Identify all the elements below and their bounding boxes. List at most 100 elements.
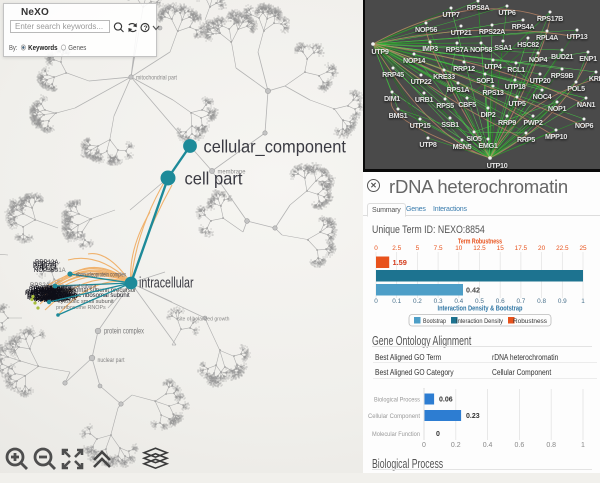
svg-text:RPL31A: RPL31A	[34, 287, 58, 294]
svg-text:RPS5: RPS5	[436, 101, 454, 110]
svg-text:0.6: 0.6	[515, 442, 525, 449]
svg-text:RPS22A: RPS22A	[479, 27, 505, 36]
svg-text:IMP3: IMP3	[422, 44, 438, 53]
svg-text:Interaction Density: Interaction Density	[456, 318, 503, 325]
svg-text:RPS1A: RPS1A	[447, 85, 470, 94]
svg-text:RPS26B: RPS26B	[43, 294, 67, 301]
svg-text:RRP12A: RRP12A	[35, 260, 58, 266]
svg-text:15: 15	[497, 245, 505, 252]
svg-text:NOP1: NOP1	[548, 104, 567, 113]
svg-text:EMG1: EMG1	[478, 141, 497, 150]
svg-text:0.8: 0.8	[537, 298, 546, 305]
svg-text:0.2: 0.2	[451, 442, 461, 449]
svg-text:RPS13A: RPS13A	[48, 288, 73, 295]
svg-text:RPL36A: RPL36A	[42, 285, 66, 292]
svg-text:RPS0A: RPS0A	[44, 293, 65, 300]
svg-text:RPS17B: RPS17B	[537, 14, 563, 23]
svg-text:?: ?	[144, 25, 148, 32]
svg-text:RPS8B: RPS8B	[39, 289, 59, 296]
svg-text:RPS22B: RPS22B	[31, 285, 55, 292]
svg-text:RPS25A: RPS25A	[54, 292, 79, 299]
svg-text:RPS4A: RPS4A	[512, 22, 535, 31]
svg-text:RPS7B: RPS7B	[55, 289, 75, 296]
svg-text:NOP4: NOP4	[529, 55, 548, 64]
svg-text:Biological Process: Biological Process	[374, 397, 420, 404]
svg-text:RPL2B: RPL2B	[25, 290, 45, 297]
svg-text:SOF1: SOF1	[476, 76, 494, 85]
svg-text:NOP56: NOP56	[415, 25, 437, 34]
svg-text:RPS16A: RPS16A	[29, 286, 54, 293]
svg-text:BMS1: BMS1	[389, 111, 408, 120]
svg-text:1.59: 1.59	[393, 258, 407, 267]
svg-text:site of polarized growth: site of polarized growth	[178, 317, 230, 323]
svg-text:0.4: 0.4	[454, 298, 463, 305]
svg-text:NOP58B: NOP58B	[33, 262, 57, 268]
svg-text:RRPL70: RRPL70	[33, 264, 56, 270]
svg-text:RRP5: RRP5	[517, 135, 535, 144]
svg-text:RPL7A: RPL7A	[52, 293, 72, 300]
svg-text:RPS14A: RPS14A	[32, 292, 57, 299]
svg-text:RPS24A: RPS24A	[31, 290, 56, 297]
svg-text:NOP58: NOP58	[470, 45, 492, 54]
svg-text:7.5: 7.5	[434, 245, 443, 252]
svg-text:KRE33: KRE33	[433, 72, 455, 81]
svg-text:RPL24A: RPL24A	[32, 295, 56, 302]
svg-text:RPS17A: RPS17A	[31, 289, 56, 296]
svg-text:UTP22: UTP22	[411, 77, 432, 86]
svg-text:RPL40A: RPL40A	[50, 285, 74, 292]
svg-text:UTP20: UTP20	[530, 76, 551, 85]
svg-text:RPL33B: RPL33B	[48, 295, 71, 302]
svg-text:RPS1A: RPS1A	[46, 268, 66, 274]
svg-text:RPL35A: RPL35A	[47, 288, 71, 295]
svg-text:0: 0	[436, 431, 440, 438]
svg-text:0.3: 0.3	[434, 298, 443, 305]
svg-text:RPL20B: RPL20B	[36, 296, 59, 303]
svg-text:0.4: 0.4	[483, 442, 493, 449]
svg-text:RPL14A: RPL14A	[47, 291, 71, 298]
svg-text:0.6: 0.6	[496, 298, 505, 305]
svg-text:intracellular: intracellular	[139, 276, 194, 292]
svg-text:RPL23A: RPL23A	[29, 295, 53, 302]
svg-text:RPL42A: RPL42A	[31, 296, 55, 303]
svg-text:RPS10A: RPS10A	[36, 287, 61, 294]
svg-text:MSN5: MSN5	[453, 142, 472, 151]
svg-text:0.2: 0.2	[413, 298, 422, 305]
svg-text:UTP8: UTP8	[419, 140, 436, 149]
svg-text:22.5: 22.5	[556, 245, 569, 252]
svg-text:RPS13: RPS13	[482, 88, 504, 97]
svg-text:RPS30A: RPS30A	[28, 294, 53, 301]
svg-text:RPL4B: RPL4B	[47, 293, 67, 300]
svg-text:RPL26B: RPL26B	[35, 297, 58, 304]
svg-text:RCL1: RCL1	[507, 65, 525, 74]
svg-text:25: 25	[579, 245, 587, 252]
svg-text:UTP4: UTP4	[484, 62, 501, 71]
svg-text:RPS19B: RPS19B	[47, 290, 71, 297]
svg-text:RPL6A: RPL6A	[45, 287, 65, 294]
svg-text:UTP21: UTP21	[451, 28, 472, 37]
svg-text:RPL9A: RPL9A	[52, 292, 72, 299]
svg-text:RPS3A: RPS3A	[52, 291, 73, 298]
svg-text:0.23: 0.23	[466, 413, 480, 420]
svg-text:UTP9: UTP9	[371, 47, 388, 56]
svg-text:RPL27A: RPL27A	[45, 292, 69, 299]
svg-text:ENP1: ENP1	[579, 54, 597, 63]
svg-text:nuclear part: nuclear part	[98, 357, 125, 364]
svg-text:RPL38A: RPL38A	[39, 296, 63, 303]
svg-text:cytosolic ribosomal subunit: cytosolic ribosomal subunit	[58, 293, 130, 299]
svg-text:0.9: 0.9	[558, 298, 567, 305]
svg-text:RPS11B: RPS11B	[52, 292, 75, 299]
svg-text:UTPS14: UTPS14	[34, 266, 57, 272]
svg-text:mitochondrial part: mitochondrial part	[136, 75, 177, 82]
svg-text:KRE: KRE	[589, 74, 600, 83]
svg-text:NOP6: NOP6	[575, 121, 594, 130]
svg-text:BUD21: BUD21	[551, 52, 573, 61]
svg-text:0: 0	[374, 245, 378, 252]
svg-text:cell part: cell part	[185, 169, 243, 189]
svg-text:0.42: 0.42	[466, 286, 480, 295]
svg-text:20: 20	[538, 245, 546, 252]
svg-text:SSB1: SSB1	[441, 120, 459, 129]
svg-text:Term Robustness: Term Robustness	[458, 237, 502, 246]
svg-text:RPL18A: RPL18A	[53, 287, 77, 294]
svg-text:preribosome RNOPs: preribosome RNOPs	[56, 305, 106, 311]
svg-text:Molecular Function: Molecular Function	[372, 431, 420, 438]
